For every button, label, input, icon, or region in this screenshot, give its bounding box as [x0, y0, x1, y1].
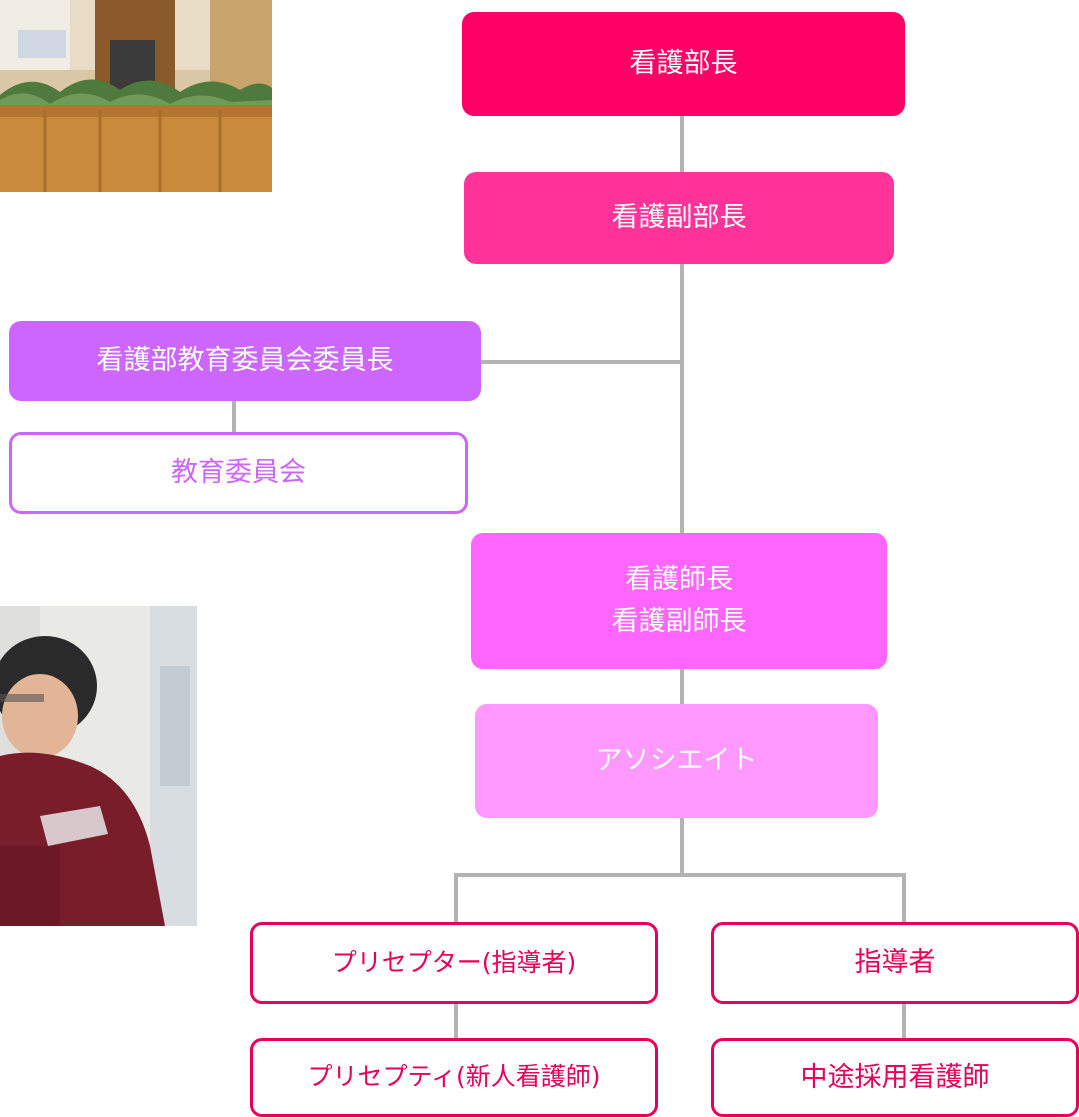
nurse-photo	[0, 606, 197, 926]
deputy-head-nurse-label: 看護副師長	[611, 606, 747, 637]
midcareer-nurse-node: 中途採用看護師	[711, 1038, 1079, 1117]
connector-instructor-midcareer	[902, 1003, 906, 1041]
connector-headnurse-associate	[680, 668, 684, 706]
connector-associate-split	[680, 816, 684, 876]
director-node: 看護部長	[462, 12, 905, 116]
deputy-director-node: 看護副部長	[464, 172, 894, 264]
associate-node: アソシエイト	[475, 704, 878, 818]
connector-to-instructor	[902, 873, 906, 925]
connector-main-trunk	[680, 262, 684, 534]
committee-label: 教育委員会	[171, 457, 306, 489]
committee-chair-label: 看護部教育委員会委員長	[96, 345, 394, 377]
preceptor-node: プリセプター(指導者)	[250, 922, 658, 1004]
committee-node: 教育委員会	[9, 432, 468, 514]
head-nurse-label: 看護師長	[625, 564, 733, 596]
preceptee-label: プリセプティ(新人看護師)	[307, 1062, 601, 1092]
connector-to-committee-chair	[480, 360, 682, 364]
preceptor-label: プリセプター(指導者)	[331, 947, 577, 977]
instructor-node: 指導者	[711, 922, 1079, 1004]
committee-chair-node: 看護部教育委員会委員長	[9, 321, 481, 401]
director-label: 看護部長	[629, 48, 738, 80]
connector-director-deputy	[680, 114, 684, 174]
connector-to-preceptor	[454, 873, 458, 925]
associate-label: アソシエイト	[595, 745, 758, 777]
connector-chair-committee	[232, 400, 236, 434]
connector-horizontal-split	[454, 873, 906, 877]
midcareer-nurse-label: 中途採用看護師	[800, 1061, 990, 1093]
hospital-interior-photo	[0, 0, 272, 192]
head-nurse-node: 看護師長 看護副師長	[471, 533, 887, 669]
instructor-label: 指導者	[854, 947, 936, 979]
preceptee-node: プリセプティ(新人看護師)	[250, 1038, 658, 1117]
connector-preceptor-preceptee	[454, 1003, 458, 1041]
deputy-director-label: 看護副部長	[611, 202, 747, 234]
